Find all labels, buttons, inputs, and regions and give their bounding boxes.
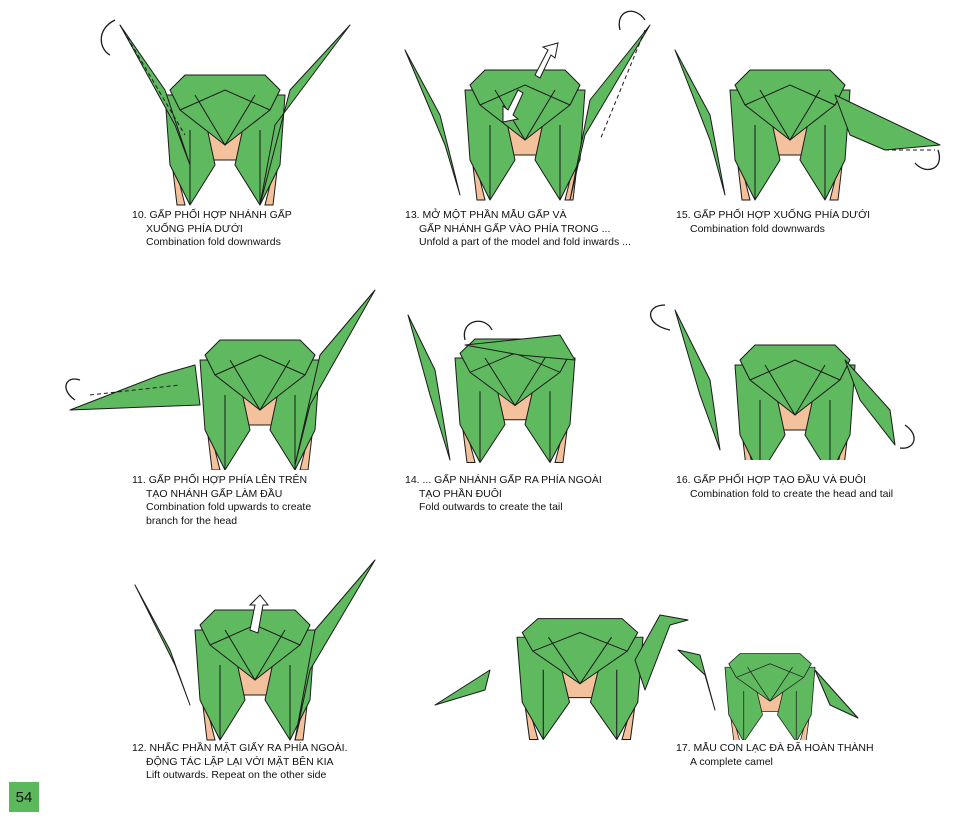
caption-vi-line1: 13. MỞ MỘT PHẦN MẪU GẤP VÀ	[405, 209, 567, 221]
step-17-caption: 17. MẪU CON LẠC ĐÀ ĐÃ HOÀN THÀNH A compl…	[676, 742, 874, 769]
caption-vi-line1: 17. MẪU CON LẠC ĐÀ ĐÃ HOÀN THÀNH	[676, 742, 874, 754]
caption-en-line1: Combination fold upwards to create	[146, 501, 312, 513]
step-12-diagram	[134, 559, 376, 741]
caption-vi-line2: TẠO PHẦN ĐUÔI	[419, 487, 502, 500]
caption-en-line1: Unfold a part of the model and fold inwa…	[419, 236, 631, 248]
unfold-arrow-icon	[534, 42, 559, 79]
fold-inward-arrow-icon	[502, 89, 524, 123]
step-13-caption: 13. MỞ MỘT PHẦN MẪU GẤP VÀ GẤP NHÁNH GẤP…	[405, 209, 631, 250]
caption-vi-line2: TẠO NHÁNH GẤP LÀM ĐẦU	[146, 487, 283, 500]
step-12-caption: 12. NHẤC PHẦN MẶT GIẤY RA PHÍA NGOÀI. ĐỘ…	[132, 742, 348, 783]
caption-vi-line1: 14. ... GẤP NHÁNH GẤP RA PHÍA NGOÀI	[405, 474, 602, 486]
caption-en-line1: Combination fold downwards	[690, 222, 825, 235]
step-10-caption: 10. GẤP PHỐI HỢP NHÁNH GẤP XUỐNG PHÍA DƯ…	[132, 209, 292, 250]
caption-vi-line2: ĐỘNG TÁC LẶP LẠI VỚI MẶT BÊN KIA	[146, 755, 334, 768]
step-14-diagram	[407, 314, 576, 463]
caption-vi-line1: 16. GẤP PHỐI HỢP TẠO ĐẦU VÀ ĐUÔI	[676, 474, 866, 486]
caption-vi-line1: 11. GẤP PHỐI HỢP PHÍA LÊN TRÊN	[132, 474, 308, 486]
caption-vi-line1: 15. GẤP PHỐI HỢP XUỐNG PHÍA DƯỚI	[676, 209, 871, 221]
step-10-diagram	[100, 19, 351, 206]
caption-vi-line2: XUỐNG PHÍA DƯỚI	[146, 222, 243, 235]
caption-en-line1: Combination fold downwards	[146, 236, 281, 248]
caption-en-line1: A complete camel	[690, 755, 773, 768]
step-11-diagram	[65, 289, 376, 470]
step-15-diagram	[674, 49, 941, 201]
step-16-caption: 16. GẤP PHỐI HỢP TẠO ĐẦU VÀ ĐUÔI Combina…	[676, 474, 893, 501]
caption-vi-line2: GẤP NHÁNH GẤP VÀO PHÍA TRONG ...	[419, 222, 611, 235]
caption-en-line1: Lift outwards. Repeat on the other side	[146, 769, 327, 781]
step-16-diagram	[649, 304, 915, 460]
caption-en-line1: Combination fold to create the head and …	[690, 487, 894, 500]
page-number-badge: 54	[9, 782, 39, 812]
caption-en-line1: Fold outwards to create the tail	[419, 501, 563, 513]
caption-en-line2: branch for the head	[146, 514, 238, 527]
lift-arrow-icon	[248, 594, 270, 634]
step-15-caption: 15. GẤP PHỐI HỢP XUỐNG PHÍA DƯỚI Combina…	[676, 209, 870, 236]
step-17-diagram	[434, 614, 859, 740]
step-13-diagram	[404, 10, 651, 201]
caption-vi-line1: 10. GẤP PHỐI HỢP NHÁNH GẤP	[132, 209, 292, 221]
step-14-caption: 14. ... GẤP NHÁNH GẤP RA PHÍA NGOÀI TẠO …	[405, 474, 602, 515]
step-11-caption: 11. GẤP PHỐI HỢP PHÍA LÊN TRÊN TẠO NHÁNH…	[132, 474, 311, 528]
caption-vi-line1: 12. NHẤC PHẦN MẶT GIẤY RA PHÍA NGOÀI.	[132, 742, 348, 754]
